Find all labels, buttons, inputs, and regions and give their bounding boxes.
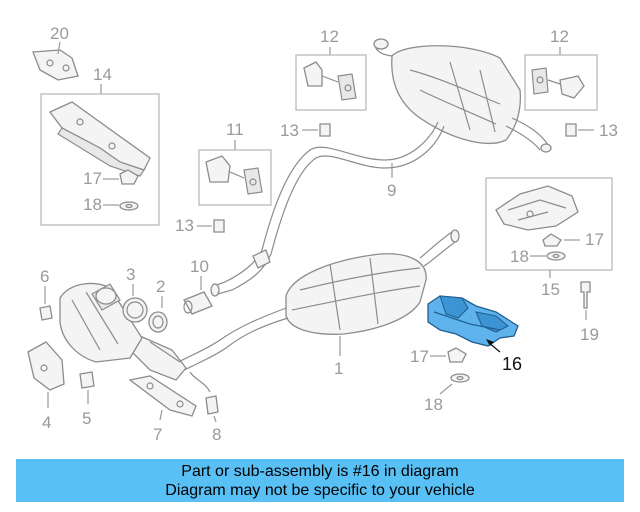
callout-12a: 12	[320, 27, 339, 46]
part-11-hanger	[205, 155, 263, 195]
box-11	[198, 149, 272, 206]
callout-13c: 13	[175, 216, 194, 235]
part-10-clamp	[183, 291, 213, 315]
part-17c-nut	[447, 347, 467, 363]
callout-17c: 17	[410, 347, 429, 366]
leader-18c	[439, 383, 453, 395]
callout-18a: 18	[83, 195, 102, 214]
callout-13a: 13	[280, 121, 299, 140]
callout-13b: 13	[599, 121, 618, 140]
part-4-bracket	[27, 341, 65, 391]
part-7-bracket	[128, 375, 197, 417]
box-14	[40, 93, 160, 226]
part-12-hanger-right	[531, 67, 585, 99]
callout-19: 19	[580, 325, 599, 344]
part-19-stud	[580, 281, 591, 309]
part-20-bracket	[32, 49, 79, 81]
part-info-banner: Part or sub-assembly is #16 in diagram D…	[16, 459, 624, 502]
callout-11: 11	[226, 120, 244, 139]
part-18a-washer	[119, 201, 139, 211]
leader-8	[213, 415, 217, 423]
part-13a-bolt	[319, 123, 331, 137]
part-2-gasket	[148, 311, 168, 333]
callout-1: 1	[334, 359, 343, 378]
callout-16: 16	[502, 354, 522, 374]
leader-7	[159, 409, 163, 421]
callout-3: 3	[126, 265, 135, 284]
part-8-bolt	[205, 395, 219, 415]
catalytic-converter	[59, 282, 143, 363]
part-13c-bolt	[213, 219, 225, 233]
callout-9: 9	[387, 181, 396, 200]
callout-12b: 12	[550, 27, 569, 46]
callout-15: 15	[541, 280, 560, 299]
part-17b-nut	[542, 233, 562, 247]
part-6-nut	[39, 305, 53, 321]
part-15-heat-shield	[495, 185, 579, 231]
part-17a-nut	[119, 169, 139, 185]
callout-4: 4	[42, 413, 51, 432]
banner-line-2: Diagram may not be specific to your vehi…	[165, 482, 475, 499]
banner-line-1: Part or sub-assembly is #16 in diagram	[181, 463, 459, 480]
callout-2: 2	[156, 277, 165, 296]
intermediate-pipe	[210, 121, 445, 297]
part-18c-washer	[450, 373, 470, 383]
part-16-heat-shield-highlighted	[427, 295, 519, 347]
callout-18c: 18	[424, 395, 443, 414]
callout-18b: 18	[510, 247, 529, 266]
front-pipe	[131, 307, 289, 393]
rear-muffler	[373, 38, 552, 153]
part-18b-washer	[546, 251, 566, 261]
callout-14: 14	[93, 65, 112, 84]
box-12b	[524, 54, 598, 111]
part-14-heat-shield	[48, 101, 151, 177]
callout-17a: 17	[83, 169, 102, 188]
box-12a	[295, 54, 367, 111]
part-12-hanger-left	[303, 61, 357, 101]
leader-20	[57, 41, 61, 55]
callout-8: 8	[212, 425, 221, 444]
box-15	[485, 177, 613, 271]
callout-6: 6	[40, 267, 49, 286]
callout-7: 7	[153, 425, 162, 444]
arrow-16	[486, 339, 494, 346]
callout-5: 5	[82, 409, 91, 428]
callout-17b: 17	[585, 230, 604, 249]
callout-10: 10	[190, 257, 209, 276]
callout-20: 20	[50, 24, 69, 43]
part-13b-bolt	[565, 123, 577, 137]
center-muffler	[285, 229, 460, 335]
part-5-bolt	[79, 371, 95, 389]
